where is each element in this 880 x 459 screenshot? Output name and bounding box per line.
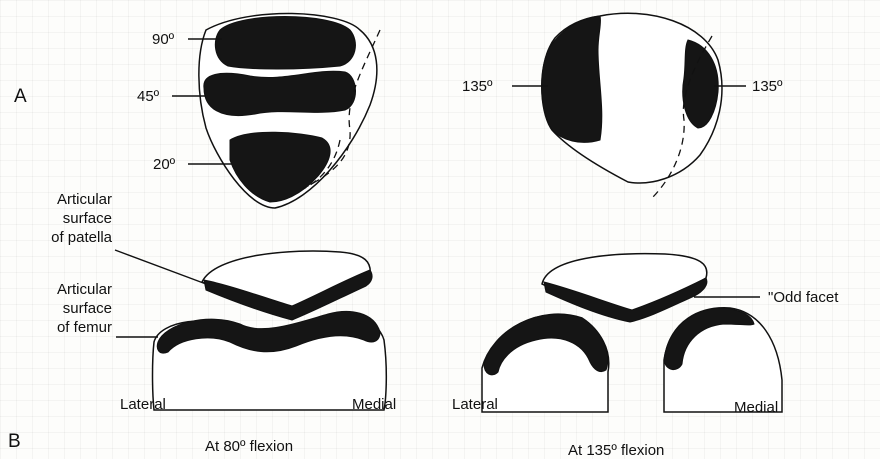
panel-label-b: B (8, 431, 21, 452)
patella-contact-135: 135º 135º (462, 13, 783, 198)
medial-label-left: Medial (352, 396, 396, 413)
contact-area-135-lateral (542, 16, 602, 142)
patella-surface-label-2: surface (63, 210, 112, 227)
lateral-label-right: Lateral (452, 396, 498, 413)
cross-section-80: Articular surface of patella Articular s… (51, 191, 396, 455)
contact-area-45 (204, 71, 356, 115)
lateral-label-left: Lateral (120, 396, 166, 413)
patella-surface-label-1: Articular (57, 191, 112, 208)
patella-contact-80: 90º 45º 20º (137, 13, 380, 208)
angle-90-label: 90º (152, 31, 175, 48)
odd-facet-label: "Odd facet (768, 289, 839, 306)
panel-label-a: A (14, 86, 27, 107)
caption-80-flexion: At 80º flexion (205, 438, 293, 455)
patella-surface-label-3: of patella (51, 229, 113, 246)
angle-20-label: 20º (153, 156, 176, 173)
femur-surface-label-3: of femur (57, 319, 112, 336)
angle-135-right-label: 135º (752, 78, 783, 95)
angle-135-left-label: 135º (462, 78, 493, 95)
femur-surface-label-2: surface (63, 300, 112, 317)
contact-area-90 (215, 17, 355, 70)
angle-45-label: 45º (137, 88, 160, 105)
cross-section-135: "Odd facet Lateral Medial At 135º flexio… (452, 254, 839, 459)
medial-label-right: Medial (734, 399, 778, 416)
caption-135-flexion: At 135º flexion (568, 442, 664, 459)
femur-surface-label-1: Articular (57, 281, 112, 298)
leader-patella-surface (115, 250, 206, 284)
